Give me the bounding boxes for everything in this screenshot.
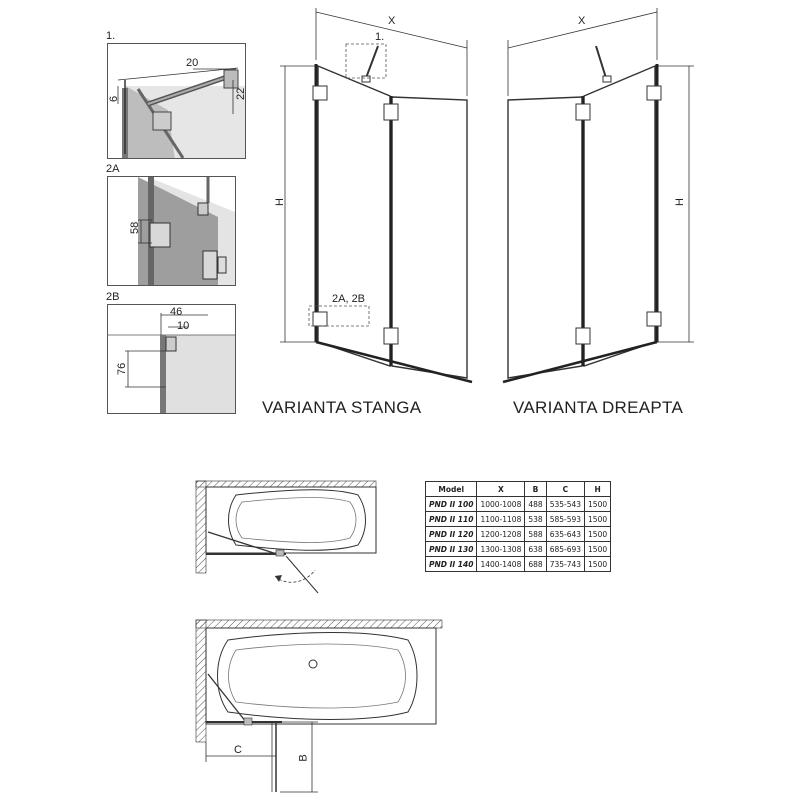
header-c: C	[545, 481, 586, 497]
cell-h: 1500	[584, 541, 612, 557]
cell-x: 1000-1008	[476, 496, 526, 512]
dim-10-label: 10	[177, 320, 190, 332]
cell-model: PND II 110	[424, 511, 478, 527]
left-dim-h-label: H	[273, 198, 286, 206]
left-callout-2: 2A, 2B	[332, 293, 366, 305]
header-model: Model	[424, 481, 478, 497]
left-callout-1: 1.	[375, 31, 385, 43]
cell-h: 1500	[584, 496, 612, 512]
cell-c: 535-543	[545, 496, 586, 512]
dim-6-label: 6	[108, 95, 120, 102]
right-variant-caption: VARIANTA DREAPTA	[513, 398, 684, 417]
header-b: B	[524, 481, 547, 497]
cell-c: 685-693	[545, 541, 586, 557]
cell-b: 638	[524, 541, 547, 557]
cell-x: 1300-1308	[476, 541, 526, 557]
dim-22-label: 22	[235, 87, 246, 100]
cell-c: 735-743	[545, 556, 586, 572]
cell-h: 1500	[584, 511, 612, 527]
cell-model: PND II 140	[424, 556, 478, 572]
right-dim-h-label: H	[673, 198, 686, 206]
table-row: PND II 140 1400-1408 688 735-743 1500	[424, 556, 612, 572]
dim-58-label: 58	[129, 221, 141, 234]
dim-46-label: 46	[170, 306, 183, 318]
detail-2a-label: 2A	[106, 163, 120, 175]
header-h: H	[584, 481, 612, 497]
cell-b: 538	[524, 511, 547, 527]
header-x: X	[476, 481, 526, 497]
detail-2b-panel: 46 10 76	[107, 304, 236, 414]
detail-2b-label: 2B	[106, 291, 120, 303]
spec-table: Model X B C H PND II 100 1000-1008 488 5…	[424, 481, 612, 572]
left-variant-caption: VARIANTA STANGA	[262, 398, 422, 417]
table-row: PND II 100 1000-1008 488 535-543 1500	[424, 496, 612, 512]
cell-model: PND II 100	[424, 496, 478, 512]
plan-dim-c-label: C	[234, 744, 242, 756]
cell-c: 585-593	[545, 511, 586, 527]
cell-x: 1200-1208	[476, 526, 526, 542]
table-row: PND II 120 1200-1208 588 635-643 1500	[424, 526, 612, 542]
cell-b: 488	[524, 496, 547, 512]
plan-dim-b-label: B	[297, 754, 310, 762]
detail-1-label: 1.	[106, 30, 116, 42]
cell-h: 1500	[584, 526, 612, 542]
detail-2a-panel: 58	[107, 176, 236, 286]
dim-20-label: 20	[186, 57, 199, 69]
cell-model: PND II 130	[424, 541, 478, 557]
cell-b: 588	[524, 526, 547, 542]
table-row: PND II 110 1100-1108 538 585-593 1500	[424, 511, 612, 527]
detail-1-panel: 20 22 6	[107, 43, 246, 159]
spec-table-header-row: Model X B C H	[424, 481, 612, 497]
cell-model: PND II 120	[424, 526, 478, 542]
right-dim-x-label: X	[578, 15, 586, 27]
cell-h: 1500	[584, 556, 612, 572]
cell-b: 688	[524, 556, 547, 572]
cell-x: 1100-1108	[476, 511, 526, 527]
cell-x: 1400-1408	[476, 556, 526, 572]
left-dim-x-label: X	[388, 15, 396, 27]
dim-76-label: 76	[116, 362, 128, 375]
table-row: PND II 130 1300-1308 638 685-693 1500	[424, 541, 612, 557]
cell-c: 635-643	[545, 526, 586, 542]
